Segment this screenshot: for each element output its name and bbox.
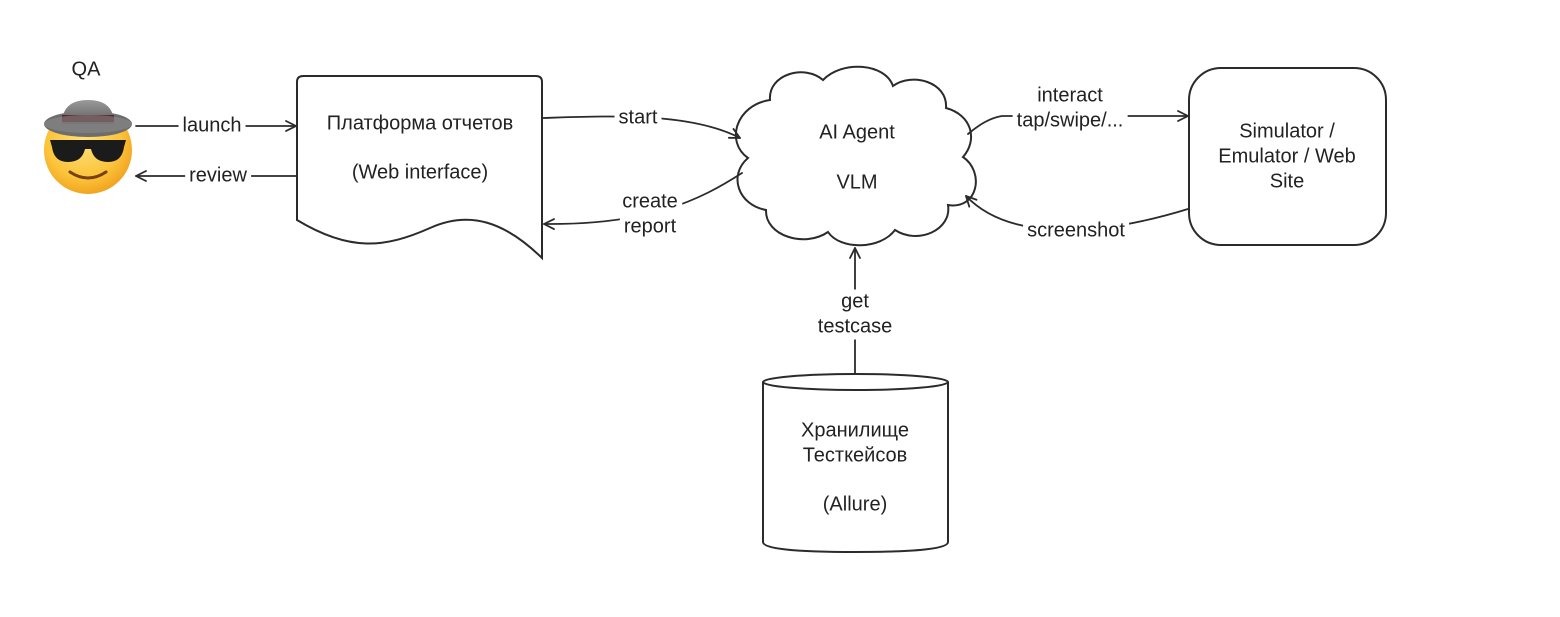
simulator-label-line2: Emulator / Web	[1218, 145, 1356, 168]
storage-cylinder-shape	[762, 373, 949, 554]
storage-label-line1: Хранилище	[801, 419, 909, 442]
simulator-label-line3: Site	[1269, 170, 1305, 193]
actor-label: QA	[71, 58, 101, 81]
report-platform-subtitle: (Web interface)	[351, 161, 489, 184]
edges	[135, 110, 1189, 375]
storage-label-line3: (Allure)	[822, 493, 888, 516]
ai-agent-subtitle: VLM	[836, 171, 878, 194]
get-testcase-edge-label-line1: get	[837, 289, 873, 315]
interact-edge-label-line2: tap/swipe/...	[1012, 108, 1128, 134]
create-report-edge-label-line1: create	[618, 189, 682, 215]
launch-edge-label: launch	[178, 113, 246, 139]
screenshot-edge-label: screenshot	[1023, 218, 1129, 244]
report-platform-title: Платформа отчетов	[326, 112, 514, 135]
create-report-edge-label-line2: report	[619, 214, 681, 240]
storage-label-line2: Тесткейсов	[802, 444, 908, 467]
interact-edge-label-line1: interact	[1033, 83, 1107, 109]
ai-agent-cloud-shape	[734, 65, 977, 247]
interact-arrow	[967, 110, 1189, 135]
get-testcase-edge-label-line2: testcase	[813, 314, 897, 340]
simulator-box-shape	[1188, 67, 1387, 246]
start-edge-label: start	[614, 105, 662, 131]
simulator-label-line1: Simulator /	[1239, 120, 1335, 143]
report-platform-document-shape	[296, 75, 543, 261]
ai-agent-title: AI Agent	[819, 121, 895, 144]
review-edge-label: review	[185, 163, 251, 189]
cowboy-sunglasses-emoji-icon	[44, 100, 132, 194]
